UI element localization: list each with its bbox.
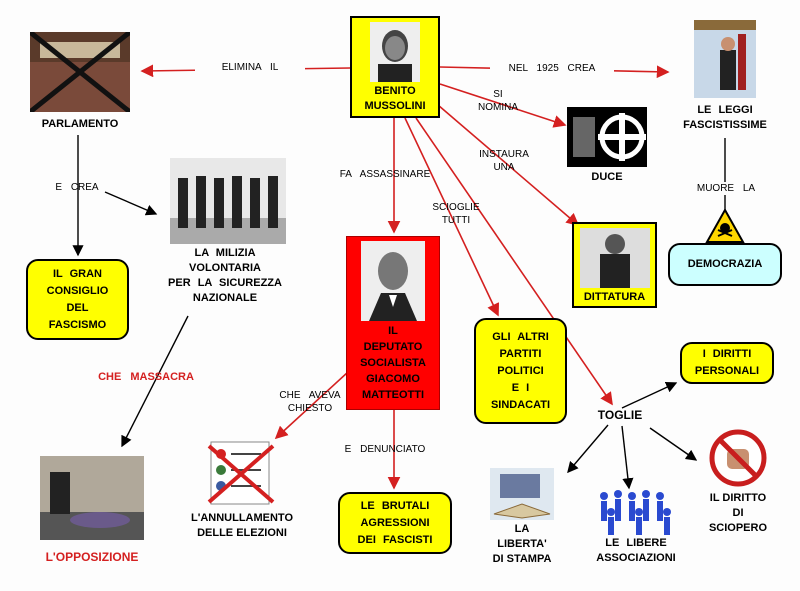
leggi-label: LE LEGGI FASCISTISSIME [683, 104, 767, 131]
duce-label: DUCE [591, 171, 623, 183]
edge-mussolini-partiti [404, 117, 500, 317]
edge-label-che-massacra: CHE MASSACRA [98, 371, 194, 383]
edge-label-scioglie: SCIOGLIE TUTTI [432, 202, 480, 226]
matteotti-portrait-icon [361, 241, 425, 321]
mussolini-label: BENITO MUSSOLINI [364, 85, 426, 112]
mussolini-node[interactable]: BENITO MUSSOLINI [350, 16, 440, 118]
edge-toglie-associazioni [621, 425, 634, 490]
liberta-label: LA LIBERTA' DI STAMPA [492, 523, 552, 565]
mussolini-portrait-icon [370, 22, 420, 82]
crowd-people-icon [600, 490, 671, 535]
dictator-portrait-icon [580, 228, 650, 288]
edge-mussolini-duce [439, 83, 567, 128]
militia-soldiers-photo-icon [170, 158, 286, 244]
no-fist-strike-icon [709, 429, 767, 487]
toglie-label: TOGLIE [597, 408, 643, 422]
crossed-parliament-photo-icon [30, 32, 130, 112]
edge-label-crea-1925: NEL 1925 CREA [490, 62, 614, 75]
edge-parlamento-milizia [104, 191, 158, 216]
edge-label-denunciato: E DENUNCIATO [344, 444, 426, 455]
opposizione-label: L'OPPOSIZIONE [45, 550, 139, 564]
annullamento-label: L'ANNULLAMENTO DELLE ELEZIONI [190, 512, 293, 539]
duce-salute-cross-icon [567, 107, 647, 167]
partiti-box[interactable]: GLI ALTRI PARTITI POLITICI E I SINDACATI [474, 318, 567, 424]
sciopero-label: IL DIRITTO DI SCIOPERO [708, 492, 768, 534]
dittatura-label: DITTATURA [583, 291, 646, 303]
aggressioni-box[interactable]: LE BRUTALI AGRESSIONI DEI FASCISTI [338, 492, 452, 554]
dittatura-node[interactable]: DITTATURA [572, 222, 657, 308]
diritti-box[interactable]: I DIRITTI PERSONALI [680, 342, 774, 384]
skull-warning-icon [705, 208, 745, 243]
edge-label-muore: MUORE LA [684, 182, 768, 195]
beaten-opposition-photo-icon [40, 456, 144, 540]
edge-label-e-crea: E CREA [55, 182, 99, 193]
press-book-icon [490, 468, 554, 520]
edge-toglie-sciopero [649, 427, 698, 461]
edge-mussolini-toglie [415, 117, 613, 406]
edge-toglie-diritti [621, 382, 678, 409]
associazioni-label: LE LIBERE ASSOCIAZIONI [596, 537, 676, 564]
milizia-label: LA MILIZIA VOLONTARIA PER LA SICUREZZA N… [168, 247, 282, 304]
fascist-poster-icon [694, 20, 756, 98]
crossed-ballot-list-icon [207, 441, 275, 505]
democrazia-box[interactable]: DEMOCRAZIA [668, 243, 782, 286]
edge-milizia-opposizione [121, 315, 189, 448]
edge-label-che-aveva: CHE AVEVA CHIESTO [279, 390, 341, 414]
edge-mussolini-dittatura [437, 104, 580, 227]
matteotti-node[interactable]: IL DEPUTATO SOCIALISTA GIACOMO MATTEOTTI [346, 236, 440, 410]
gran-consiglio-box[interactable]: IL GRAN CONSIGLIO DEL FASCISMO [26, 259, 129, 340]
edge-toglie-liberta [567, 424, 609, 474]
edge-label-elimina: ELIMINA IL [195, 61, 305, 74]
edge-label-instaura: INSTAURA UNA [479, 149, 529, 173]
edge-label-assassinare: FA ASSASSINARE [339, 169, 431, 180]
edge-matteotti-annullamento [274, 371, 349, 440]
edge-label-si-nomina: SI NOMINA [478, 89, 518, 113]
matteotti-label: IL DEPUTATO SOCIALISTA GIACOMO MATTEOTTI [360, 325, 426, 401]
parlamento-label: PARLAMENTO [41, 118, 119, 130]
